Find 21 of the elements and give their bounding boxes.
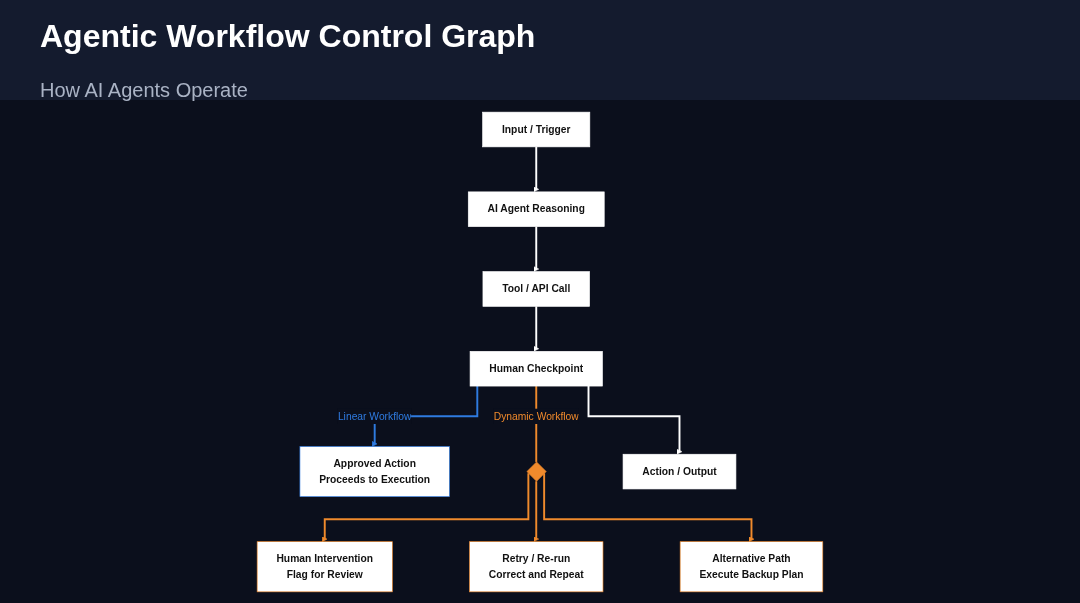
arrow: [533, 225, 540, 272]
arrow: [533, 304, 540, 352]
arrow: [533, 479, 540, 542]
node-box: Human Checkpoint: [469, 350, 603, 386]
arrow: [587, 384, 683, 454]
edge-label: Linear Workflow: [337, 410, 412, 421]
node-box: Human Intervention Flag for Review: [256, 540, 393, 592]
arrow: [321, 471, 530, 542]
arrow: [543, 471, 755, 542]
title: Agentic Workflow Control Graph: [40, 18, 537, 55]
node-box: Input / Trigger: [482, 111, 591, 147]
node-box: Action / Output: [622, 453, 737, 489]
subtitle: How AI Agents Operate: [40, 79, 248, 102]
node-box: Tool / API Call: [482, 270, 590, 307]
node-box: Alternative Path Execute Backup Plan: [679, 540, 824, 592]
edge-label: Dynamic Workflow: [493, 410, 579, 421]
node-diamond: [526, 461, 547, 482]
arrow: [533, 145, 540, 192]
node-box: AI Agent Reasoning: [467, 191, 605, 227]
node-box: Retry / Re-run Correct and Repeat: [469, 540, 604, 592]
node-box: Approved Action Proceeds to Execution: [299, 445, 450, 497]
